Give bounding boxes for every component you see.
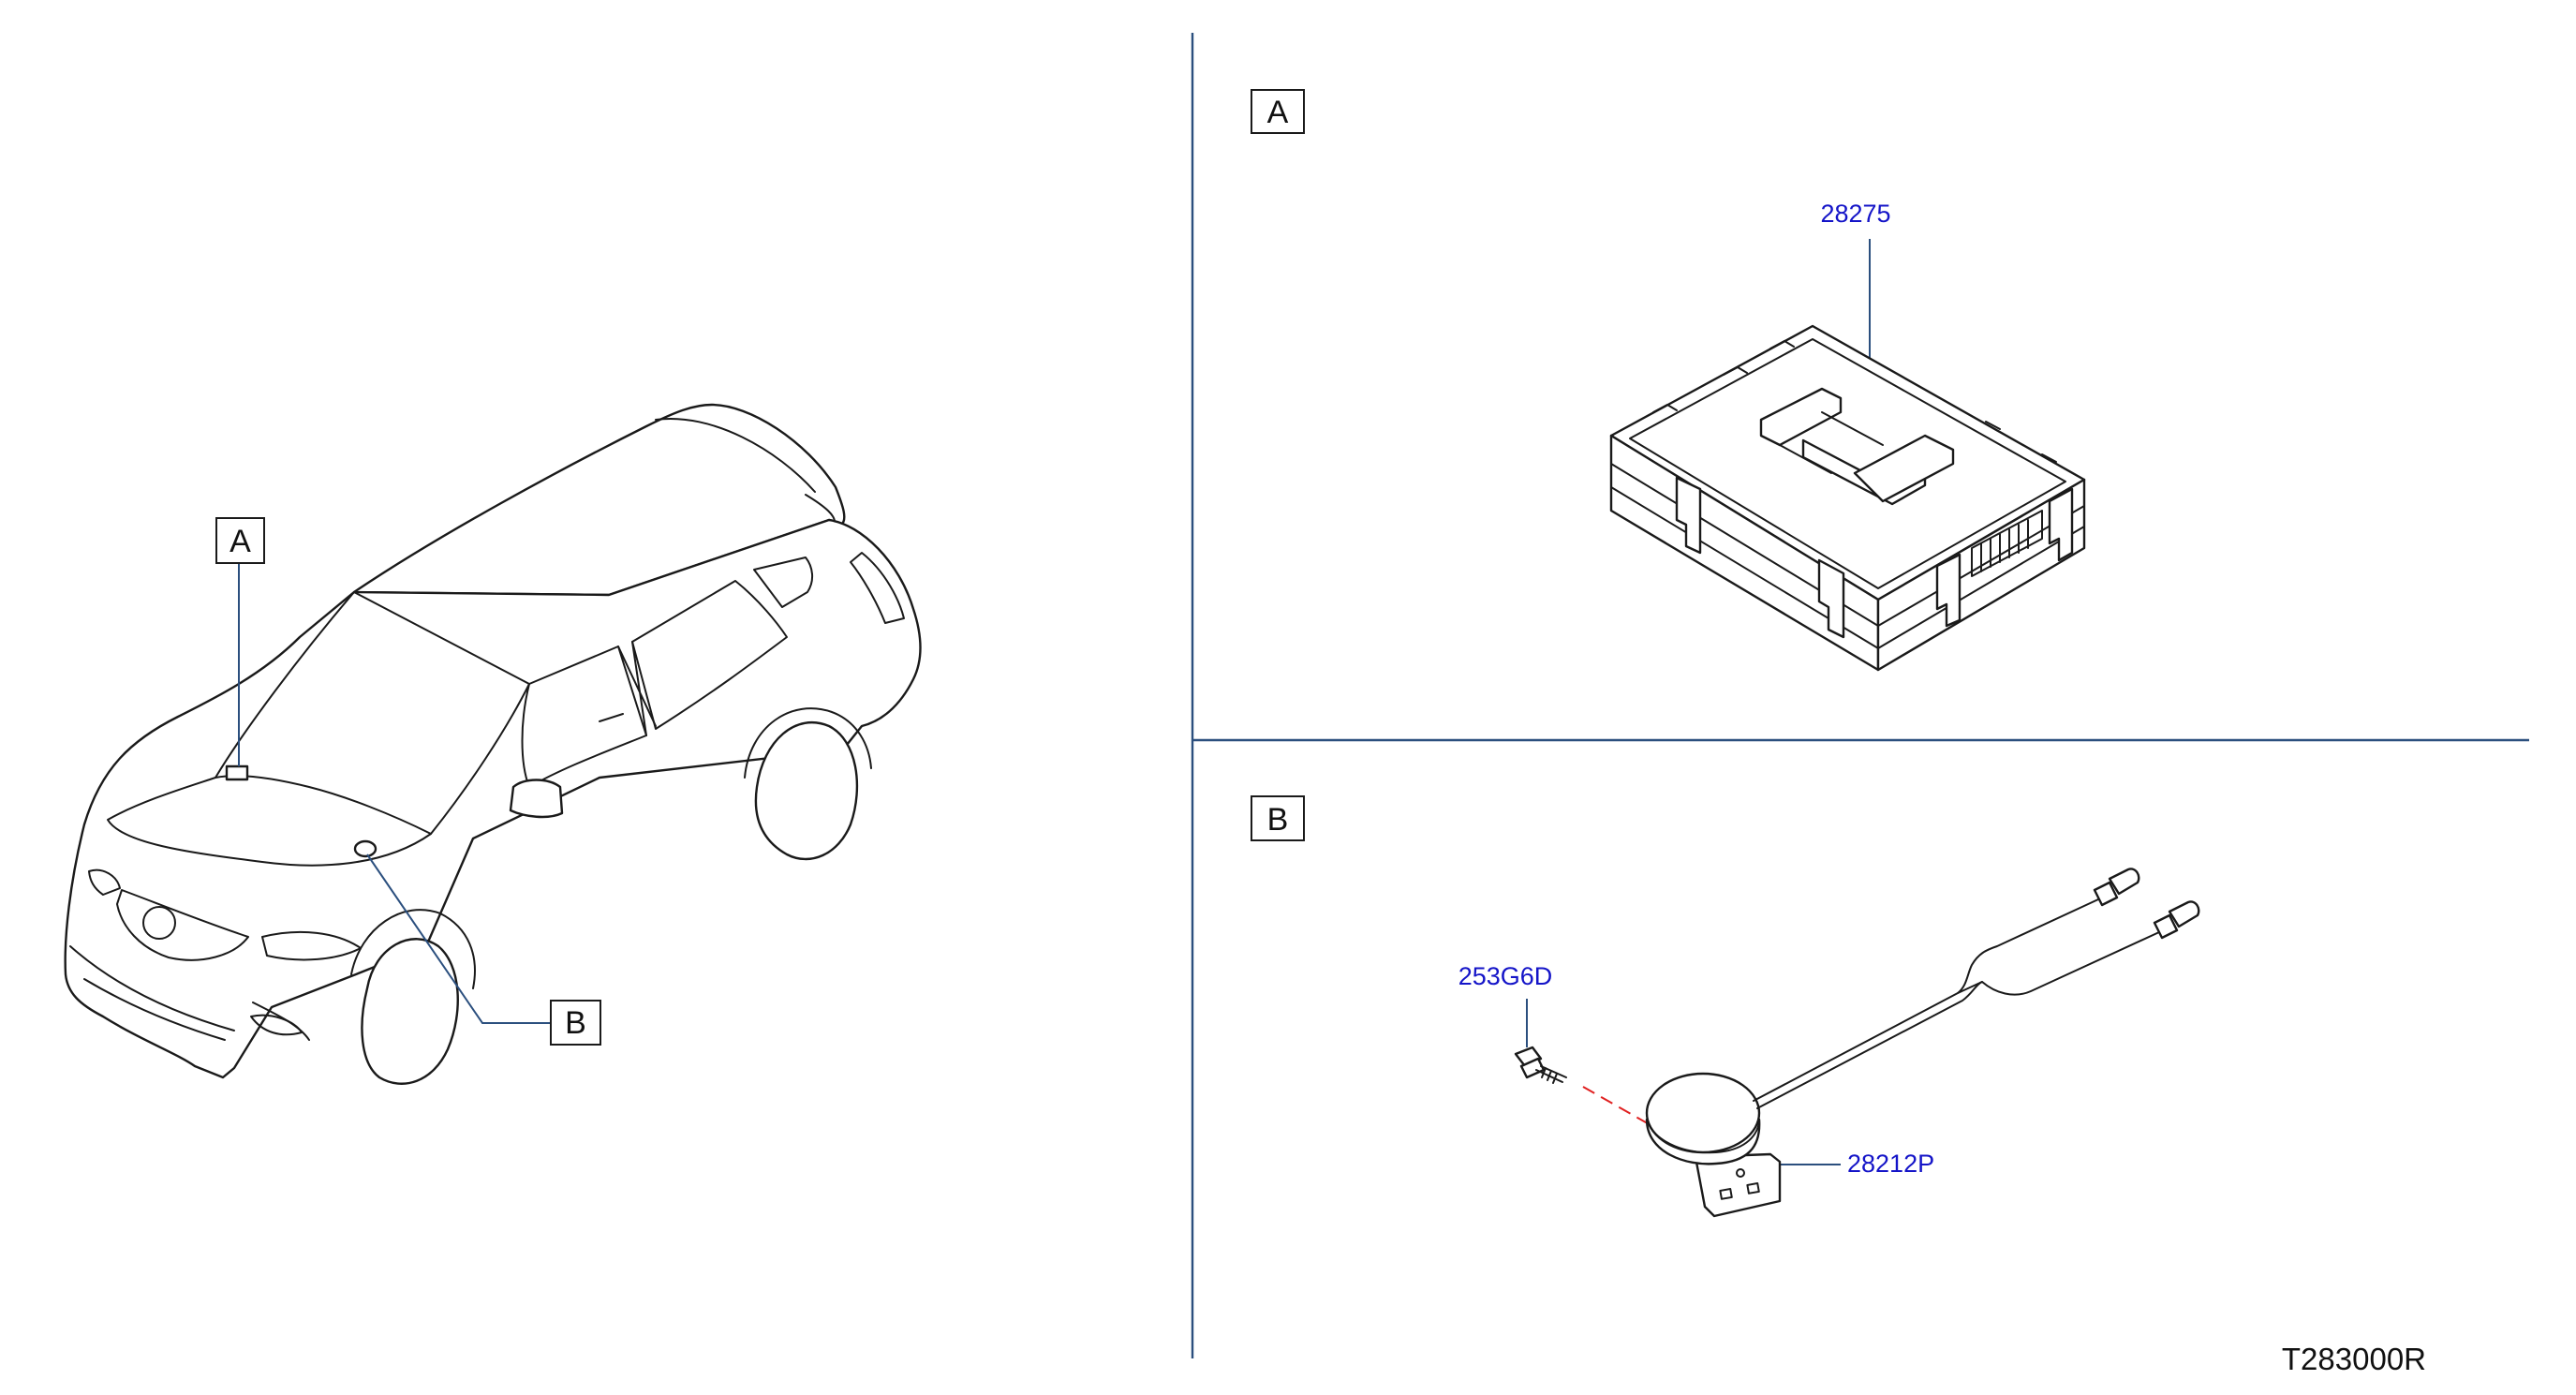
vehicle-headlight-left (88, 868, 121, 896)
section-b-label-box: B (1251, 795, 1305, 841)
vehicle-pillars (617, 641, 657, 736)
vehicle-front-wheel-arch (350, 909, 476, 989)
part-number-28212P[interactable]: 28212P (1847, 1150, 1934, 1178)
control-unit-connector (1759, 387, 1843, 447)
callout-b-overview[interactable]: B (550, 1000, 601, 1046)
vehicle-fog-light (250, 1014, 303, 1036)
vehicle-hood (107, 777, 432, 867)
control-unit (1609, 324, 2086, 672)
control-unit-clip-2 (1817, 558, 1845, 639)
antenna-connector-2 (2153, 913, 2179, 940)
vehicle-emblem (142, 906, 176, 940)
section-a-label-box: A (1251, 89, 1305, 134)
part-number-28275[interactable]: 28275 (1820, 200, 1890, 228)
vehicle-mirror (509, 779, 564, 819)
control-unit-clip-4 (2048, 487, 2074, 562)
vehicle-rear-wheel-arch (744, 707, 872, 779)
callout-a-overview-label: A (229, 524, 251, 559)
callout-a-overview[interactable]: A (215, 517, 265, 564)
vehicle-roof (352, 403, 846, 597)
antenna-28212P (1645, 868, 2200, 1218)
vehicle-grille (116, 889, 249, 961)
section-b-label: B (1267, 802, 1289, 838)
control-unit-clip-3 (1935, 553, 1962, 628)
vehicle-body (64, 518, 922, 1079)
location-marker-a (225, 764, 249, 781)
antenna-bracket (1694, 1152, 1782, 1218)
diagram-code: T283000R (2282, 1342, 2426, 1376)
vehicle-windshield (215, 591, 530, 835)
part-number-253G6D[interactable]: 253G6D (1458, 962, 1553, 990)
screw-253G6D (1514, 1046, 1567, 1084)
antenna-cable (1753, 898, 2160, 1109)
vehicle-door-handle (599, 713, 624, 722)
vehicle-tail-light (850, 552, 905, 624)
antenna-connector-1 (2093, 881, 2119, 907)
section-a-label: A (1267, 95, 1289, 130)
vehicle-front-wheel (361, 938, 459, 1085)
control-unit-clip-1 (1675, 476, 1702, 555)
location-marker-b (353, 839, 378, 858)
control-unit-pins (1971, 510, 2043, 577)
callout-b-overview-label: B (565, 1005, 586, 1041)
vehicle-side-window-rear (631, 580, 788, 730)
vehicle-rear-wheel (754, 720, 859, 861)
leader-b-overview (366, 853, 551, 1024)
control-unit-right-face (1876, 478, 2086, 672)
vehicle-overview (64, 403, 922, 1085)
vehicle-quarter-window (753, 557, 813, 608)
